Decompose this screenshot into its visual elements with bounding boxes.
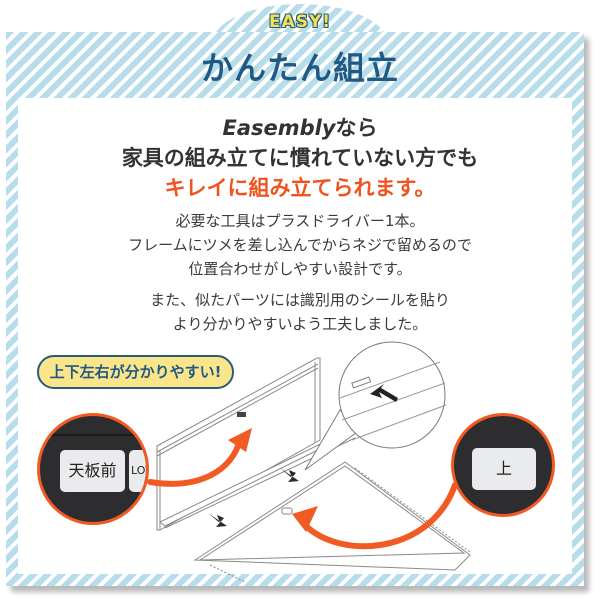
- easy-badge: EASY!: [268, 12, 332, 32]
- orange-arrowheads: [228, 428, 318, 532]
- lead-line-2: 家具の組み立てに慣れていない方でも: [121, 146, 479, 170]
- lead-line-1: Easemblyなら: [0, 112, 600, 142]
- body-line: 位置合わせがしやすい設計です。: [188, 260, 412, 278]
- callout-pill: 上下左右が分かりやすい!: [37, 355, 234, 389]
- lead-emphasis: キレイに組み立てられます。: [164, 176, 436, 200]
- push-arrows: [208, 468, 299, 527]
- page-title: かんたん組立: [200, 49, 399, 87]
- orange-arrows: [147, 437, 458, 550]
- body-line: フレームにツメを差し込んでからネジで留めるので: [128, 236, 472, 254]
- body-line: より分かりやすいよう工夫しました。: [172, 315, 428, 333]
- body-line: 必要な工具はプラスドライバー1本。: [175, 212, 425, 230]
- lead-line-1-suffix: なら: [335, 116, 378, 140]
- right-zoom-circle: 上: [451, 413, 555, 517]
- body-paragraph-2: また、似たパーツには識別用のシールを貼り より分かりやすいよう工夫しました。: [0, 288, 600, 336]
- brand-name: Easembly: [222, 116, 336, 140]
- sticker-label-top: 上: [472, 448, 536, 490]
- base-frame-drawing: [193, 461, 471, 583]
- sticker-label-lot: LOT: [129, 450, 146, 492]
- zoom-edge-line: [40, 434, 146, 436]
- body-line: また、似たパーツには識別用のシールを貼り: [150, 291, 450, 309]
- left-zoom-circle: 天板前 LOT: [37, 413, 149, 525]
- magnifier-detail: [304, 341, 447, 471]
- sticker-label-front: 天板前: [60, 450, 125, 492]
- body-paragraph-1: 必要な工具はプラスドライバー1本。 フレームにツメを差し込んでからネジで留めるの…: [0, 209, 600, 281]
